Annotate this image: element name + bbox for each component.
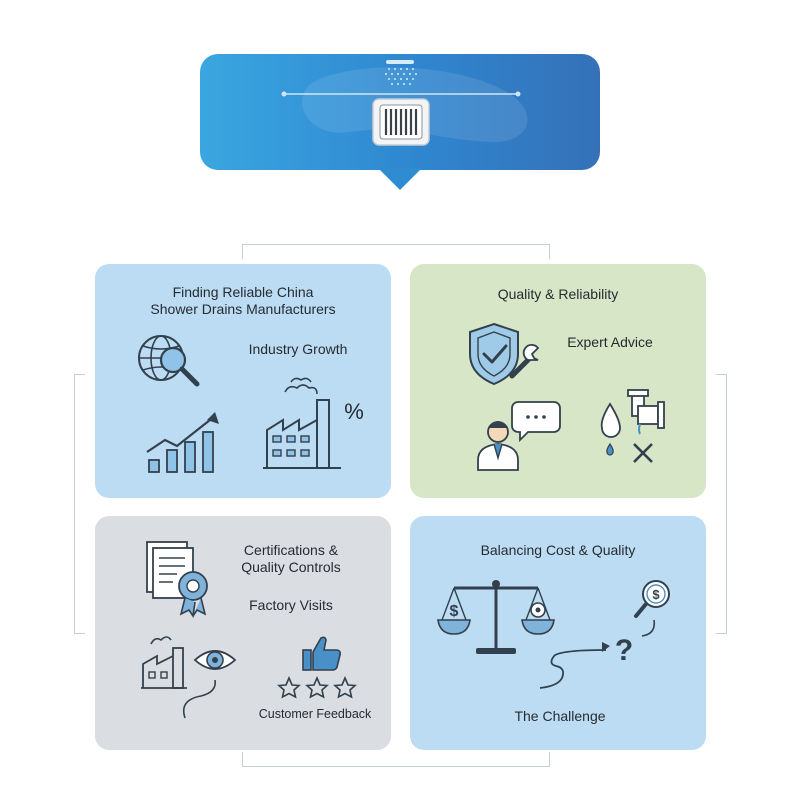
percent-label: % — [344, 399, 364, 424]
certificate-icon — [146, 541, 208, 618]
dollar-search-icon: $ — [634, 580, 670, 618]
thumbs-up-icon — [302, 636, 341, 671]
star-rating-icon — [277, 676, 357, 699]
card-title: Quality & Reliability — [497, 286, 619, 302]
factory-icon — [263, 377, 341, 469]
water-drop-pipe-icon — [600, 389, 665, 463]
balance-scale-icon: $ — [437, 580, 555, 654]
card-title: Balancing Cost & Quality — [480, 542, 636, 558]
connector-top — [242, 244, 550, 259]
card-title-line1: Certifications & — [243, 542, 339, 558]
industry-growth-label: Industry Growth — [248, 341, 348, 357]
svg-text:?: ? — [615, 634, 633, 667]
card-title-line1: Finding Reliable China — [172, 284, 314, 300]
connector-right — [716, 374, 727, 634]
factory-visits-label: Factory Visits — [249, 597, 333, 613]
card-finding-manufacturers: Finding Reliable China Shower Drains Man… — [95, 264, 391, 498]
svg-text:$: $ — [652, 587, 660, 602]
card-balancing-cost: Balancing Cost & Quality The Challenge $… — [410, 516, 706, 750]
card-title-line2: Shower Drains Manufacturers — [150, 301, 336, 317]
growth-chart-icon — [146, 412, 219, 473]
card-quality-reliability: Quality & Reliability Expert Advice — [410, 264, 706, 498]
connector-bottom — [242, 752, 550, 767]
banner-pointer — [378, 168, 422, 190]
the-challenge-label: The Challenge — [514, 708, 606, 724]
shield-check-icon — [469, 322, 540, 386]
shower-drain-icon — [281, 60, 528, 146]
expert-advice-label: Expert Advice — [567, 334, 653, 350]
question-path-icon: ? — [539, 619, 656, 689]
factory-eye-icon — [141, 636, 237, 719]
card-certifications: Certifications & Quality Controls Factor… — [95, 516, 391, 750]
header-banner — [200, 54, 600, 170]
svg-text:$: $ — [450, 603, 459, 620]
card-title-line2: Quality Controls — [241, 559, 341, 575]
globe-search-icon — [138, 335, 200, 387]
customer-feedback-label: Customer Feedback — [258, 707, 372, 721]
connector-left — [74, 374, 85, 634]
expert-person-icon — [477, 401, 561, 471]
